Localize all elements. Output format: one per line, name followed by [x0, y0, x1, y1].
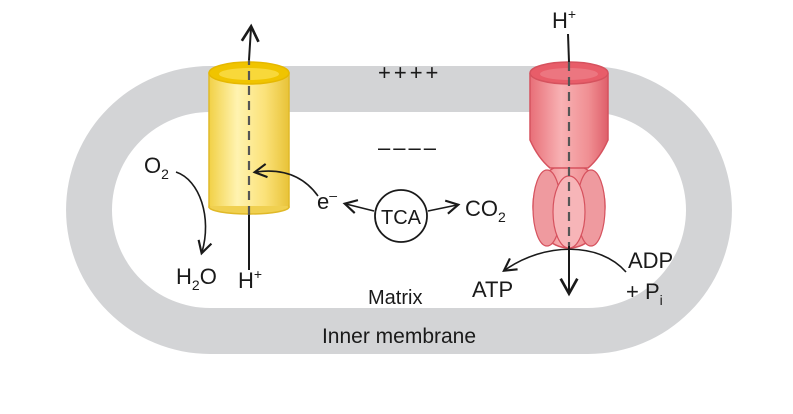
electron-arrow	[252, 163, 319, 197]
tca-cycle-circle	[374, 189, 428, 243]
tca-label: TCA	[381, 207, 422, 229]
matrix-label: Matrix	[368, 287, 422, 309]
negative-charge-label: ––––	[378, 135, 439, 160]
tca-to-co2-arrow	[427, 199, 461, 215]
proton-pump-path	[240, 23, 260, 270]
oxygen-label: O2	[144, 153, 169, 182]
inner-membrane-ring	[66, 66, 732, 354]
electron-label: e–	[317, 187, 337, 214]
co2-label: CO2	[465, 196, 506, 225]
proton-label-intermembrane: H+	[552, 6, 576, 33]
water-label: H2O	[176, 264, 217, 293]
inner-membrane-label: Inner membrane	[322, 325, 476, 348]
atp-label: ATP	[472, 277, 513, 302]
positive-charge-label: ++++	[378, 60, 441, 85]
o2-to-h2o-arrow	[175, 171, 213, 256]
phosphate-label: + Pi	[626, 279, 663, 308]
adp-to-atp-arrow	[502, 248, 627, 273]
tca-to-electron-arrow	[342, 199, 375, 214]
adp-label: ADP	[628, 248, 673, 273]
atp-synthase-proton-path	[559, 33, 579, 297]
proton-label-matrix: H+	[238, 266, 262, 293]
